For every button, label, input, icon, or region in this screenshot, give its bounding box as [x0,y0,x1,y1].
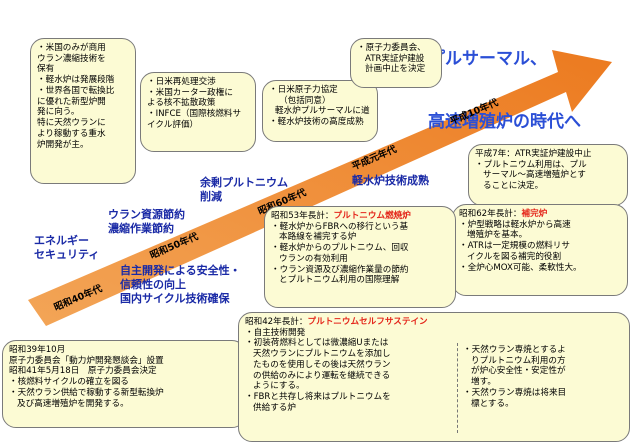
text-line: より稼動する重水 [37,128,106,139]
box-us-only-enrichment: ・米国のみが商用 ウラン濃縮技術を 保有 ・軽水炉は発展段階 ・世界各国で転換比… [30,38,136,184]
text-line: 昭和39年10月 [9,345,66,355]
text-line: イクル評価） [147,119,199,130]
label-lwr-mature: 軽水炉技術成熟 [352,174,429,187]
text-line: の供給のみにより運転を継続できる [253,370,391,381]
text-line: ・天然ウラン専焼とするよ [463,345,566,355]
text-line: サーマル～高速増殖炉とす [483,170,586,181]
text-line: 天然ウランにプルトニウムを添加し [253,349,391,360]
text-line: ・ウラン資源及び濃縮作業量の節約 [271,264,409,275]
text-line: とプルトニウム利用の国際理解 [279,275,400,286]
text-line: ・日米原子力協定 [269,85,338,95]
text-line: 供給する炉 [253,402,296,413]
text-line: ・日米再処理交渉 [147,77,216,87]
text-line: 増す。 [471,377,496,388]
header-text: 昭和53年長計： [271,211,334,221]
box-showa62: 昭和62年長計：補完炉 ・炉型戦略は軽水炉から高速 増殖炉を基本。 ・ATRは一… [452,204,628,296]
text-line: 発に向う。 [37,107,80,118]
text-line: ・核燃料サイクルの確立を図る [9,377,129,388]
text-line: 特に天然ウランに [37,118,106,129]
text-line: ・初装荷燃料としては微濃縮Uまたは [245,338,389,349]
text-line: 本路線を補完する炉 [279,232,357,243]
box-header: 昭和62年長計：補完炉 [459,209,621,220]
label-uranium-saving: ウラン資源節約 濃縮作業節約 [108,208,185,236]
box-us-japan-reprocessing: ・日米再処理交渉 ・米国カーター政権に よる核不拡散政策 ・INFCE（国際核燃… [140,72,256,152]
text-line: ATR実証炉建設 [365,53,425,64]
text-line: ウラン濃縮技術を [37,53,106,64]
text-line: ・FBRと共存し将来はプルトニウムを [245,392,391,403]
text-line: 及び高速増殖炉を開発する。 [17,398,129,409]
title-line-2: 高速増殖炉の時代へ [428,112,581,133]
box-showa39: 昭和39年10月 原子力委員会「動力炉開発懇談会」設置 昭和41年5月18日 原… [2,340,246,428]
header-highlight: プルトニウム燃焼炉 [333,211,411,221]
text-line: ・原子力委員会、 [357,43,426,53]
text-line: 計画中止を決定 [365,64,426,75]
box-heisei7: 平成7年：ATR実証炉建設中止 ・プルトニウム利用は、プル サーマル～高速増殖炉… [468,144,628,206]
text-line: ウランの有効利用 [279,253,348,264]
text-line: 軽水炉プルサーマルに道 [275,106,370,117]
title-line-1: プルサーマル、 [428,48,547,69]
box-header: 昭和42年長計：プルトニウムセルフサステイン [245,317,455,328]
text-line: 増殖炉を基本。 [467,230,528,241]
page-title: プルサーマル、 高速増殖炉の時代へ [428,6,581,155]
box-aec-atr-cancel: ・原子力委員会、 ATR実証炉建設 計画中止を決定 [350,38,442,88]
arrow-shape [28,50,612,326]
text-line: ・世界各国で転換比 [37,85,115,96]
text-line: ・軽水炉からFBRへの移行という基 [271,221,409,232]
header-highlight: プルトニウムセルフサステイン [307,317,428,327]
text-line: に優れた新型炉開 [37,96,106,107]
text-line: ・全炉心MOX可能、柔軟性大。 [459,262,582,273]
header-highlight: 補完炉 [521,209,548,219]
header-text: 昭和62年長計： [459,209,522,219]
text-line: たものを使用しその後は天然ウラン [253,359,391,370]
box-header: 昭和53年長計：プルトニウム燃焼炉 [271,211,449,222]
text-line: ・米国のみが商用 [37,43,106,53]
text-line: ・天然ウラン専焼は将来目 [463,387,567,398]
box-showa53: 昭和53年長計：プルトニウム燃焼炉 ・軽水炉からFBRへの移行という基 本路線を… [264,206,456,308]
text-line: ることに決定。 [483,181,544,192]
text-line: りプルトニウム利用の方 [471,355,566,366]
column-divider [457,343,458,433]
text-line: ・プルトニウム利用は、プル [475,159,587,170]
text-line: 標とする。 [471,398,514,409]
text-line: よる核不拡散政策 [147,98,216,109]
text-line: ・軽水炉は発展段階 [37,75,115,86]
text-line: ・米国カーター政権に [147,87,233,98]
text-line: ・自主技術開発 [245,327,306,338]
label-self-development: 自主開発による安全性・ 信頼性の向上 国内サイクル技術確保 [120,264,241,305]
text-line: ・天然ウラン供給で稼動する新型転換炉 [9,387,164,398]
text-line: 保有 [37,64,55,75]
text-line: 炉開発が主。 [37,139,89,150]
text-line: （包括同意） [279,95,331,106]
label-energy-security: エネルギー セキュリティ [34,234,100,262]
text-line: イクルを図る補完的役割 [467,251,562,262]
text-line: ・軽水炉からのプルトニウム、回収 [271,243,409,254]
text-line: 原子力委員会「動力炉開発懇談会」設置 [9,355,164,366]
text-line: ようにする。 [253,381,305,392]
header-text: 昭和42年長計： [245,317,308,327]
box-showa42: 昭和42年長計：プルトニウムセルフサステイン ・自主技術開発 ・初装荷燃料として… [238,312,630,442]
text-line: が炉心安全性・安定性が [471,366,566,377]
text-line: ・ATRは一定規模の燃料リサ [459,241,570,252]
text-line: ・軽水炉技術の高度成熟 [269,117,364,128]
text-line: ・炉型戦略は軽水炉から高速 [459,219,571,230]
label-surplus-plutonium: 余剰プルトニウム 削減 [200,176,288,204]
text-line: ・INFCE（国際核燃料サ [147,109,242,120]
box-nuclear-agreement: ・日米原子力協定 （包括同意） 軽水炉プルサーマルに道 ・軽水炉技術の高度成熟 [262,80,378,142]
text-line: 昭和41年5月18日 原子力委員会決定 [9,366,157,377]
text-line: 平成7年：ATR実証炉建設中止 [475,149,592,159]
